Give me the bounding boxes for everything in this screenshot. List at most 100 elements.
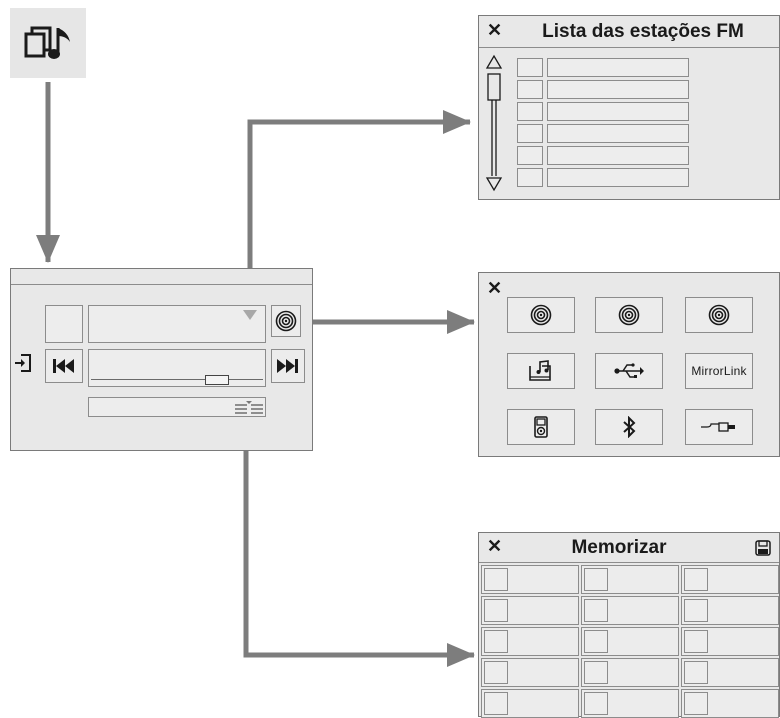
memory-slot[interactable] [481, 658, 579, 687]
memory-slot-number [684, 692, 708, 715]
progress-handle[interactable] [205, 375, 229, 385]
memory-slot-number [684, 599, 708, 622]
aux-jack-icon [701, 421, 737, 433]
fm-station-row[interactable] [517, 102, 689, 121]
memory-slot[interactable] [481, 565, 579, 594]
fm-station-list-panel: ✕ Lista das estações FM [478, 15, 780, 200]
station-name-cell [547, 80, 689, 99]
arrow-to-fm-list [247, 110, 471, 310]
source-button-3[interactable] [685, 297, 753, 333]
next-track-icon [277, 359, 299, 373]
station-preset-number [517, 168, 543, 187]
source-menu-tile[interactable] [10, 8, 86, 78]
memory-slot[interactable] [581, 658, 679, 687]
fm-station-row[interactable] [517, 146, 689, 165]
station-preset-number [517, 146, 543, 165]
memory-slot-number [584, 692, 608, 715]
station-preset-number [517, 80, 543, 99]
source-button-4[interactable] [507, 353, 575, 389]
presets-icon[interactable] [235, 401, 265, 414]
memory-slot-number [684, 661, 708, 684]
source-button-7[interactable] [507, 409, 575, 445]
memory-slot[interactable] [681, 658, 779, 687]
previous-track-icon [53, 359, 75, 373]
fm-station-row[interactable] [517, 124, 689, 143]
track-info-field [88, 349, 266, 387]
memorize-panel: ✕ Memorizar [478, 532, 780, 718]
sources-panel: ✕ MirrorLink [478, 272, 780, 457]
progress-track [91, 379, 263, 380]
station-preset-number [517, 102, 543, 121]
memory-slot[interactable] [681, 689, 779, 718]
source-button-5[interactable] [595, 353, 663, 389]
radio-source-icon [275, 310, 297, 332]
fm-list-title: Lista das estações FM [542, 21, 744, 42]
memory-slot[interactable] [481, 689, 579, 718]
memory-slot-number [484, 568, 508, 591]
memorize-title: Memorizar [571, 537, 667, 558]
source-button-1[interactable] [507, 297, 575, 333]
radio-icon [618, 304, 640, 326]
bluetooth-icon [622, 416, 636, 438]
main-radio-screen [10, 268, 313, 451]
memory-slot[interactable] [481, 596, 579, 625]
station-name-cell [547, 102, 689, 121]
memory-slot-number [684, 630, 708, 653]
memory-slot-number [584, 599, 608, 622]
fm-list-header: ✕ Lista das estações FM [479, 16, 779, 48]
station-name-cell [547, 168, 689, 187]
radio-source-button[interactable] [271, 305, 301, 337]
station-name-field[interactable] [88, 305, 266, 343]
memory-slot[interactable] [581, 565, 679, 594]
radio-icon [530, 304, 552, 326]
memory-slot-number [484, 692, 508, 715]
save-icon[interactable] [755, 540, 771, 556]
station-logo-box [45, 305, 83, 343]
close-icon[interactable]: ✕ [487, 278, 503, 298]
source-button-8[interactable] [595, 409, 663, 445]
memory-slot-number [684, 568, 708, 591]
ipod-icon [534, 416, 548, 438]
station-preset-number [517, 58, 543, 77]
exit-icon[interactable] [13, 353, 33, 373]
memory-slot[interactable] [681, 627, 779, 656]
memorize-header: ✕ Memorizar [479, 533, 779, 563]
memory-slot-number [584, 661, 608, 684]
mirrorlink-logo: MirrorLink [691, 364, 747, 378]
memory-slot-number [584, 630, 608, 653]
radio-icon [708, 304, 730, 326]
sd-card-music-icon [528, 360, 554, 382]
memory-slot[interactable] [481, 627, 579, 656]
memory-slot[interactable] [581, 596, 679, 625]
media-source-music-icon [24, 24, 74, 64]
memory-slot[interactable] [581, 627, 679, 656]
fm-list-scrollbar[interactable] [485, 54, 503, 194]
arrow-to-memorize [243, 405, 475, 667]
source-button-6[interactable]: MirrorLink [685, 353, 753, 389]
fm-station-row[interactable] [517, 80, 689, 99]
memory-slot[interactable] [681, 596, 779, 625]
usb-icon [614, 363, 644, 379]
previous-track-button[interactable] [45, 349, 83, 383]
presets-bar[interactable] [88, 397, 266, 417]
memory-slot-number [484, 599, 508, 622]
memory-slot[interactable] [681, 565, 779, 594]
station-preset-number [517, 124, 543, 143]
fm-station-row[interactable] [517, 168, 689, 187]
station-name-cell [547, 124, 689, 143]
close-icon[interactable]: ✕ [487, 536, 503, 556]
source-button-2[interactable] [595, 297, 663, 333]
dropdown-icon[interactable] [243, 310, 257, 320]
next-track-button[interactable] [271, 349, 305, 383]
fm-station-row[interactable] [517, 58, 689, 77]
memory-slot[interactable] [581, 689, 679, 718]
station-name-cell [547, 146, 689, 165]
source-button-9[interactable] [685, 409, 753, 445]
memory-slot-number [584, 568, 608, 591]
main-header-bar [11, 269, 312, 285]
memory-slot-number [484, 630, 508, 653]
close-icon[interactable]: ✕ [487, 20, 503, 40]
station-name-cell [547, 58, 689, 77]
memory-slot-number [484, 661, 508, 684]
